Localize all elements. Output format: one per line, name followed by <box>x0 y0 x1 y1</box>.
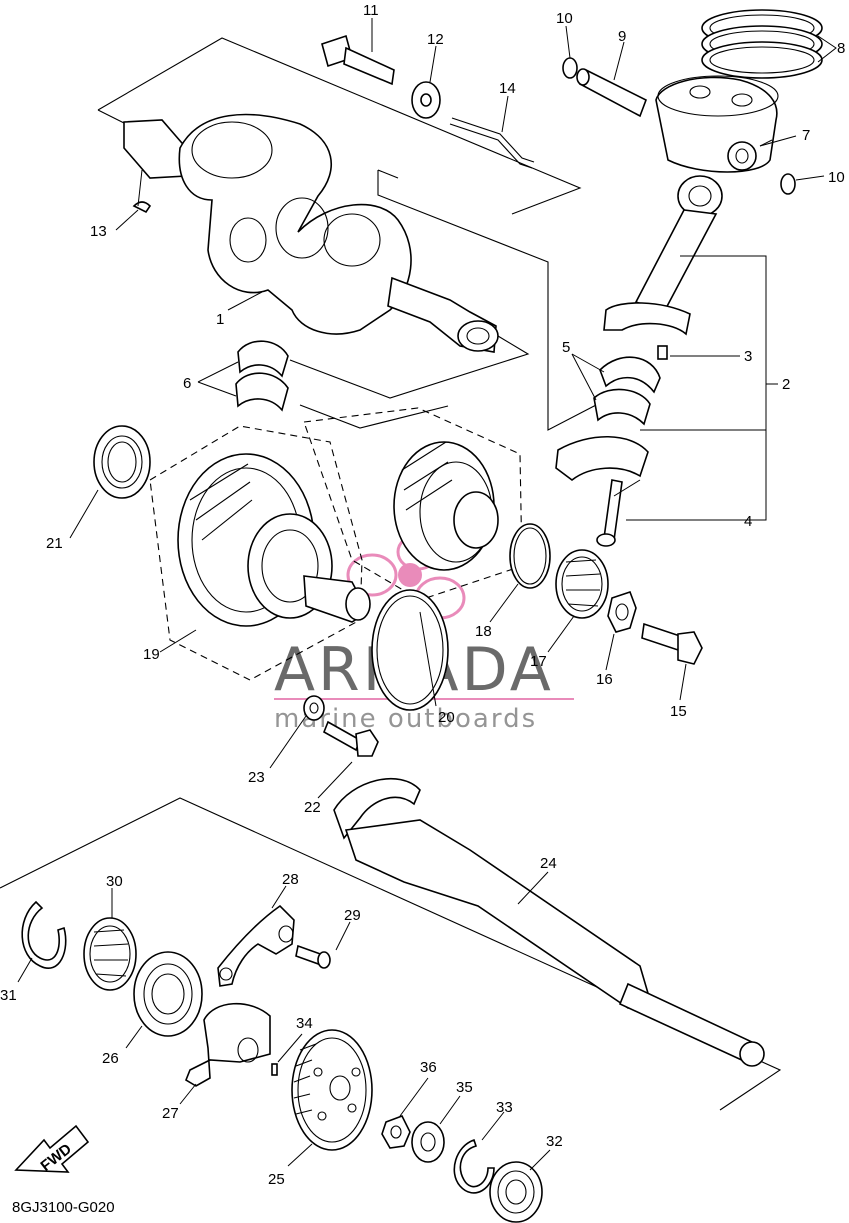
callout-21: 21 <box>46 535 63 552</box>
piston-ring-set <box>701 9 837 79</box>
callout-7: 7 <box>802 127 810 144</box>
woodruff-key <box>132 201 152 214</box>
bolt-15 <box>641 622 703 701</box>
diagram-code: 8GJ3100-G020 <box>12 1199 115 1216</box>
dowel-3 <box>657 345 668 360</box>
ball-bearing-26 <box>125 951 203 1049</box>
rod-bolt <box>596 479 623 547</box>
callout-30: 30 <box>106 873 123 890</box>
callout-35: 35 <box>456 1079 473 1096</box>
circlip-10-right <box>780 173 825 195</box>
callout-14: 14 <box>499 80 516 97</box>
fwd-arrow-icon: FWD <box>14 1124 90 1175</box>
lock-washer-16 <box>605 590 637 671</box>
lock-washer-36 <box>381 1077 429 1149</box>
big-end-bearing <box>571 353 661 426</box>
callout-31: 31 <box>0 987 17 1004</box>
callout-34: 34 <box>296 1015 313 1032</box>
piston <box>655 75 797 173</box>
callout-10a: 10 <box>556 10 573 27</box>
ball-bearing-32 <box>489 1149 551 1223</box>
piston-pin <box>576 41 648 118</box>
callout-4: 4 <box>744 513 752 530</box>
callout-29: 29 <box>344 907 361 924</box>
parts <box>17 9 837 1223</box>
callout-20: 20 <box>438 709 455 726</box>
callout-2: 2 <box>782 376 790 393</box>
circlip-10-top <box>562 25 578 79</box>
drive-gear-assembly <box>149 425 371 681</box>
callout-10b: 10 <box>828 169 845 186</box>
washer-12 <box>411 45 441 119</box>
callout-22: 22 <box>304 799 321 816</box>
callout-19: 19 <box>143 646 160 663</box>
gear-25 <box>287 1029 373 1167</box>
callout-17: 17 <box>530 653 547 670</box>
bolt-22 <box>317 720 379 799</box>
callout-26: 26 <box>102 1050 119 1067</box>
callout-13: 13 <box>90 223 107 240</box>
callout-23: 23 <box>248 769 265 786</box>
callout-36: 36 <box>420 1059 437 1076</box>
callout-labels: 11 12 14 10 9 8 7 10 13 1 5 3 2 6 4 21 1… <box>0 2 845 1188</box>
callout-3: 3 <box>744 348 752 365</box>
callout-6: 6 <box>183 375 191 392</box>
bracket-28 <box>217 885 295 987</box>
callout-16: 16 <box>596 671 613 688</box>
washer-23 <box>269 695 325 769</box>
circlip-33 <box>453 1111 505 1194</box>
callout-9: 9 <box>618 28 626 45</box>
driven-gear <box>303 407 523 601</box>
o-ring-18 <box>489 523 551 623</box>
callout-33: 33 <box>496 1099 513 1116</box>
connecting-rod-cap <box>555 435 649 482</box>
screw-29 <box>295 921 351 969</box>
bolt-11 <box>321 18 395 86</box>
drive-shaft <box>333 777 765 1067</box>
connecting-rod <box>603 175 778 521</box>
callout-28: 28 <box>282 871 299 888</box>
ball-bearing-21 <box>69 425 151 539</box>
o-ring-20 <box>371 589 449 711</box>
dowel-14 <box>449 95 535 169</box>
callout-24: 24 <box>540 855 557 872</box>
nut-35 <box>411 1095 461 1163</box>
group-frames <box>0 37 782 1111</box>
needle-bearing-17 <box>547 549 609 653</box>
key-34 <box>271 1063 278 1076</box>
callout-1: 1 <box>216 311 224 328</box>
crankshaft <box>123 113 499 353</box>
callout-32: 32 <box>546 1133 563 1150</box>
callout-5: 5 <box>562 339 570 356</box>
callout-18: 18 <box>475 623 492 640</box>
circlip-31 <box>17 900 67 983</box>
callout-27: 27 <box>162 1105 179 1122</box>
needle-bearing-30 <box>83 888 137 991</box>
callout-25: 25 <box>268 1171 285 1188</box>
callout-11: 11 <box>363 2 379 19</box>
main-bearing <box>197 340 289 412</box>
cam-27 <box>179 1002 271 1105</box>
callout-15: 15 <box>670 703 687 720</box>
callout-8: 8 <box>837 40 845 57</box>
callout-12: 12 <box>427 31 444 48</box>
